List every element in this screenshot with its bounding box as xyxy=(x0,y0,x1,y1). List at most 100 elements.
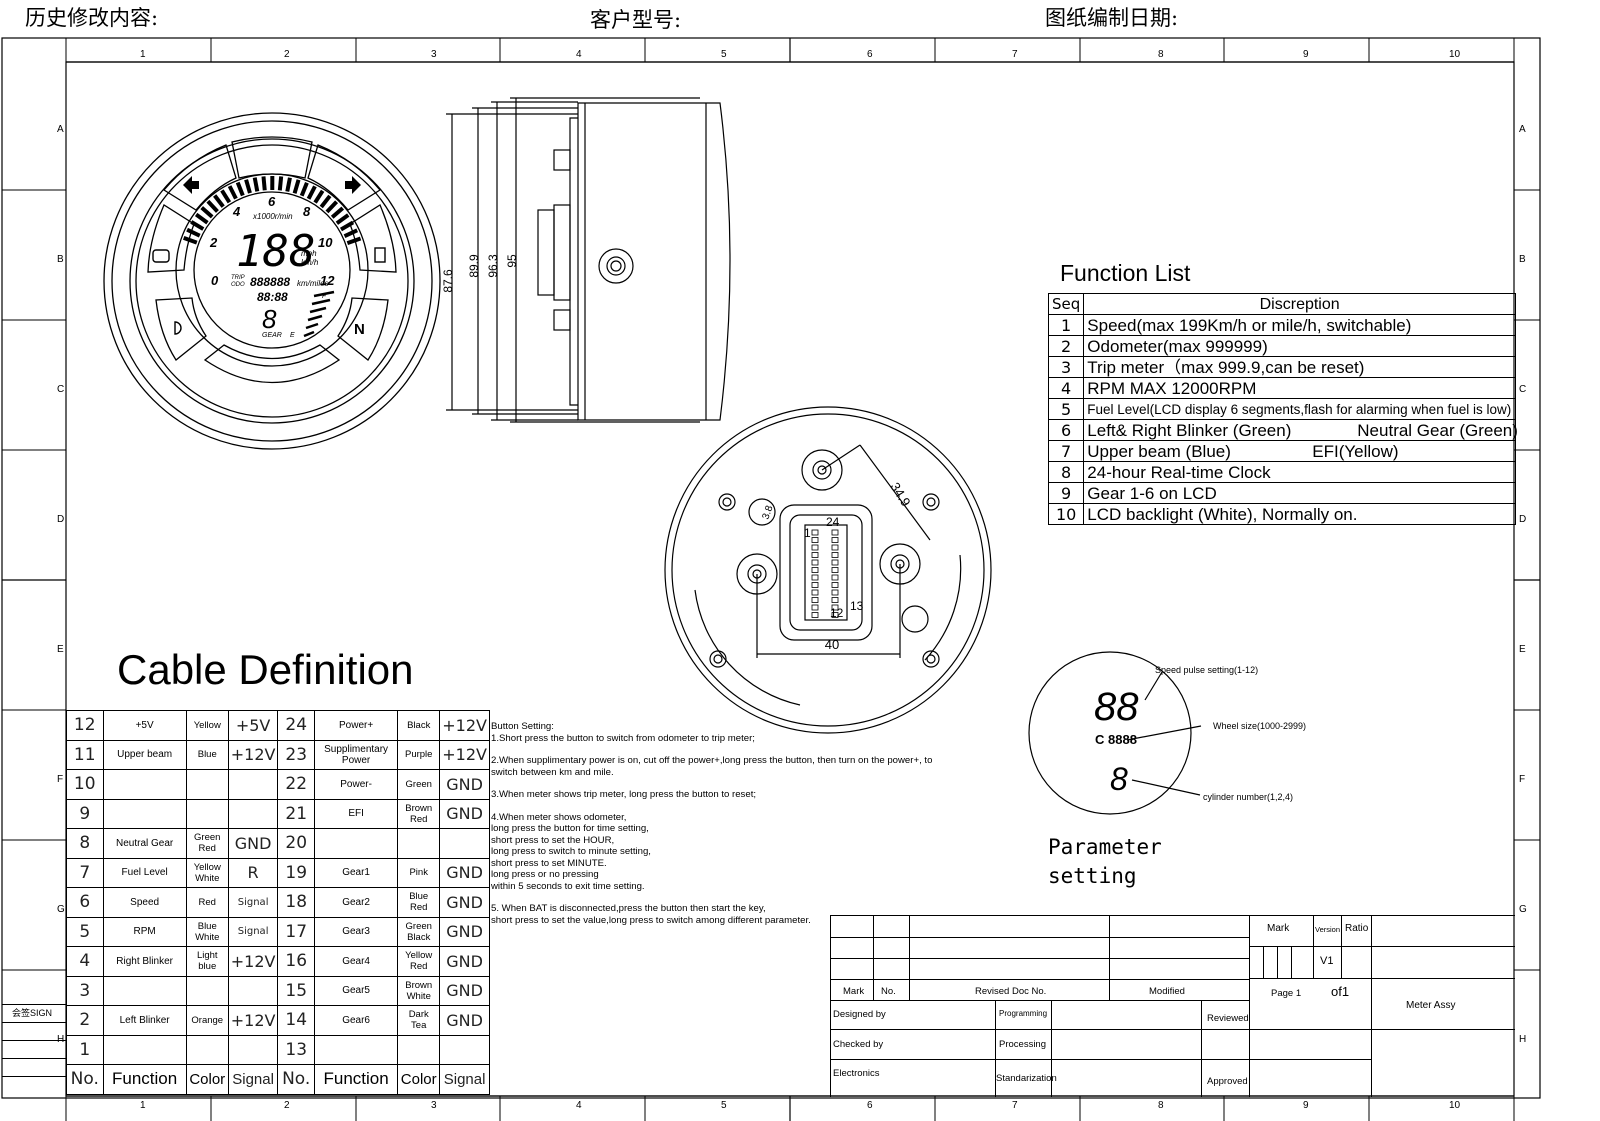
function-seq: 1 xyxy=(1047,314,1085,336)
rpm-segment xyxy=(213,194,225,208)
cable-signal-b: +12V xyxy=(439,739,490,770)
cable-row: 2 Left Blinker Orange +12V 14 Gear6 Dark… xyxy=(66,1005,490,1036)
cable-color-a xyxy=(185,1034,229,1065)
approved-label: Approved xyxy=(1207,1076,1248,1087)
function-desc: LCD backlight (White), Normally on. xyxy=(1087,504,1358,524)
sign-block: 会签SIGN xyxy=(2,1004,66,1096)
button-setting-line: short press to set MINUTE. xyxy=(491,857,607,869)
function-desc: 24-hour Real-time Clock xyxy=(1087,462,1271,482)
odo-label: ODO xyxy=(231,282,245,288)
col-mark-label: Mark xyxy=(843,986,865,997)
cable-function-b: Gear6 xyxy=(313,1005,399,1036)
cable-color-b: Purple xyxy=(397,739,441,770)
connector-pin xyxy=(811,537,819,543)
cylinder-label: cylinder number(1,2,4) xyxy=(1203,792,1293,802)
gear-digit: 8 xyxy=(262,304,277,334)
rpm-segment xyxy=(244,179,252,194)
cable-signal-a: +5V xyxy=(227,710,279,741)
function-desc-cell: Speed(max 199Km/h or mile/h, switchable) xyxy=(1083,314,1516,336)
function-seq: 7 xyxy=(1047,440,1085,462)
column-label-bottom: 10 xyxy=(1449,1100,1461,1111)
cable-signal-a xyxy=(227,798,279,829)
cable-signal-b: GND xyxy=(439,887,490,918)
rpm-segment xyxy=(186,227,201,238)
function-list-row: 7 Upper beam (Blue)EFI(Yellow) xyxy=(1047,440,1516,462)
column-label-top: 4 xyxy=(576,49,582,60)
column-label-bottom: 5 xyxy=(721,1100,727,1111)
fuel-level-bars xyxy=(303,290,335,338)
button-setting-line: short press to set the value,long press … xyxy=(491,914,811,926)
rpm-segment xyxy=(194,212,209,225)
function-list-row: 9 Gear 1-6 on LCD xyxy=(1047,482,1516,504)
connector-pin xyxy=(811,544,819,551)
cable-row: 12 +5V Yellow +5V 24 Power+ Black +12V xyxy=(66,710,490,741)
cable-color-a: Blue xyxy=(185,739,229,770)
rpm-segment xyxy=(206,199,219,213)
cable-function-b: Gear1 xyxy=(313,857,399,888)
param-disp-bottom: 8 xyxy=(1110,761,1128,797)
outer-border xyxy=(1,37,1541,1099)
function-desc-cell: 24-hour Real-time Clock xyxy=(1083,461,1516,483)
function-desc-cell: Odometer(max 999999) xyxy=(1083,335,1516,357)
cable-function-b: Gear2 xyxy=(313,887,399,918)
cable-color-b: Green xyxy=(397,769,441,800)
hdr-function-b: Function xyxy=(313,1064,399,1095)
cable-function-a xyxy=(102,798,187,829)
cable-color-a xyxy=(185,769,229,800)
cable-signal-b: GND xyxy=(439,798,490,829)
connector-pin xyxy=(831,529,839,536)
reviewed-label: Reviewed xyxy=(1207,1013,1249,1024)
neutral-letter: N xyxy=(354,321,365,338)
processing-label: Processing xyxy=(999,1039,1046,1050)
rear-width-dim: 40 xyxy=(825,637,839,652)
connector-pin xyxy=(831,612,839,618)
cable-color-b: Dark Tea xyxy=(397,1005,441,1036)
connector-pin xyxy=(811,597,819,603)
speed-unit-bottom: km/h xyxy=(301,258,319,267)
row-label-right: F xyxy=(1519,774,1526,785)
rpm-segment xyxy=(346,236,362,246)
button-setting-line xyxy=(491,744,961,755)
connector-pin xyxy=(811,559,819,566)
cable-color-b: Brown White xyxy=(397,975,441,1006)
function-seq: 8 xyxy=(1047,461,1085,483)
cable-signal-a: Signal xyxy=(227,916,279,947)
column-label-top: 3 xyxy=(431,49,437,60)
button-setting-line: 4.When meter shows odometer, xyxy=(491,811,627,823)
headlight-icon xyxy=(174,321,182,335)
cable-no-b: 17 xyxy=(277,916,315,947)
hole-dim: 3.8 xyxy=(760,504,775,521)
gear-label: GEAR xyxy=(262,332,282,339)
connector-pin xyxy=(831,567,839,573)
cable-function-b: Power+ xyxy=(313,710,399,741)
cable-no-a: 3 xyxy=(66,975,104,1006)
cable-color-b xyxy=(397,1034,441,1065)
connector-pin xyxy=(811,612,819,618)
cable-signal-a: +12V xyxy=(227,946,279,977)
rpm-segment xyxy=(200,206,214,219)
rpm-segment xyxy=(227,185,238,200)
column-label-top: 8 xyxy=(1158,49,1164,60)
cable-row: 5 RPM Blue White Signal 17 Gear3 Green B… xyxy=(66,916,490,947)
hdr-signal-a: Signal xyxy=(227,1064,279,1095)
connector-pin xyxy=(811,552,819,558)
cable-function-a: Right Blinker xyxy=(102,946,187,977)
rear-diag-dim: 34.9 xyxy=(887,480,913,509)
connector-pin xyxy=(831,574,839,581)
param-title-line1: Parameter xyxy=(1048,835,1162,859)
cable-function-b: Power- xyxy=(313,769,399,800)
speed-digits: 188 xyxy=(236,226,315,277)
cable-no-a: 5 xyxy=(66,916,104,947)
designed-by-label: Designed by xyxy=(833,1009,886,1020)
electronics-label: Electronics xyxy=(833,1068,880,1079)
clock-digits: 88:88 xyxy=(257,290,288,304)
function-desc: Trip meter（max 999.9,can be reset) xyxy=(1087,357,1365,377)
cable-no-a: 6 xyxy=(66,887,104,918)
cable-signal-a xyxy=(227,975,279,1006)
pin-12-label: 12 xyxy=(830,606,844,620)
connector-pin xyxy=(831,552,839,558)
product-label: Meter Assy xyxy=(1406,1000,1456,1011)
connector-pin xyxy=(811,582,819,588)
cable-function-b: Gear5 xyxy=(313,975,399,1006)
standardization-label: Standarization xyxy=(996,1073,1057,1084)
